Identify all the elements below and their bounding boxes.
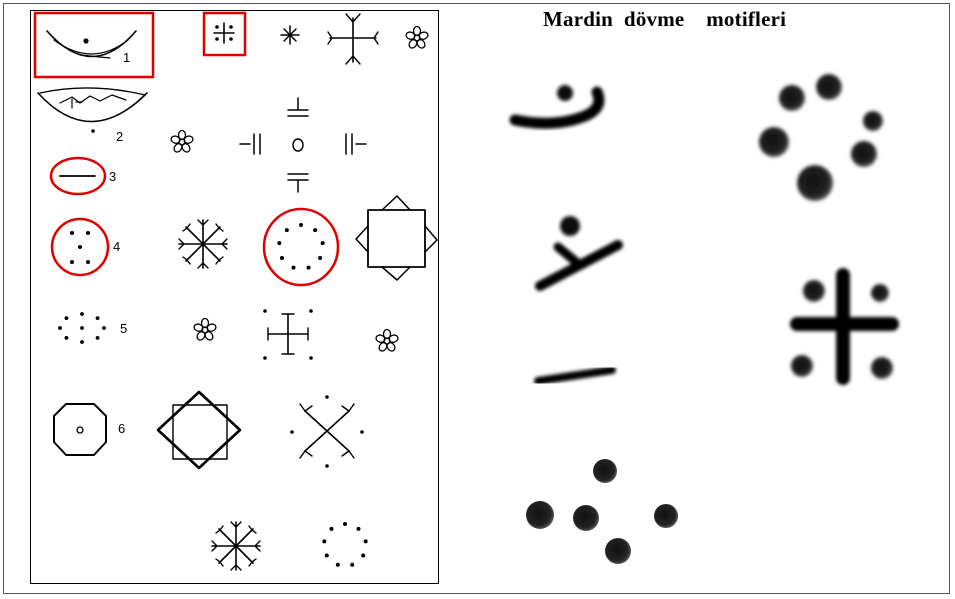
four-dot-cross-motif [214,23,234,43]
dot [102,326,106,330]
branched-cross-motif [263,309,313,360]
dot [65,316,69,320]
dot [280,256,284,260]
dot [65,336,69,340]
dot-cluster-motif [58,312,106,344]
dot [343,522,347,526]
star-motif [179,220,227,268]
page-title: Mardin dövme motifleri [543,7,786,32]
flower-motif [405,27,429,50]
crescent-house-motif [38,88,147,133]
tattoo-crescent-dot [515,85,599,123]
sketch-label-4: 4 [113,239,120,254]
dot [80,312,84,316]
overlapping-squares-motif [356,196,437,280]
flower-motif [375,330,399,353]
bars-circle-motif [240,98,366,192]
dot [325,554,329,558]
dot [96,316,100,320]
dot-ring-motif [322,522,367,567]
dot [80,340,84,344]
sketch-label-6: 6 [118,421,125,436]
dot [364,539,368,543]
sketch-label-3: 3 [109,169,116,184]
dot [361,554,365,558]
highlight-circle-dot-ring [264,209,338,285]
tattoo-dash [538,370,612,381]
overlapping-squares-motif [158,392,240,468]
tattoo-five-dot-ring [759,74,883,201]
sketch-label-5: 5 [120,321,127,336]
octagon-motif [54,404,106,455]
dot [299,223,303,227]
dot [336,563,340,567]
tattoo-five-dot-cluster [526,459,678,564]
dot [318,256,322,260]
flower-motif [193,319,217,342]
dot [80,326,84,330]
dot [277,241,281,245]
dot [96,336,100,340]
dot [350,563,354,567]
sketch-label-2: 2 [116,129,123,144]
dot [58,326,62,330]
tattoo-four-dot-cross [791,275,893,379]
dot [307,266,311,270]
dot-ring-motif [277,223,324,270]
tattoo-dot-slash [540,216,618,286]
four-dot-motif [70,231,90,264]
star-motif [290,395,364,468]
dot [321,241,325,245]
sketch-label-1: 1 [123,50,130,65]
highlight-box-motif-1 [35,13,153,77]
dot [356,527,360,531]
dot [330,527,334,531]
dot [291,266,295,270]
star-motif [212,522,260,570]
branched-cross-motif [328,14,378,64]
asterisk-motif [281,26,299,44]
dot [313,228,317,232]
dot [285,228,289,232]
flower-motif [170,131,194,154]
dot [322,539,326,543]
